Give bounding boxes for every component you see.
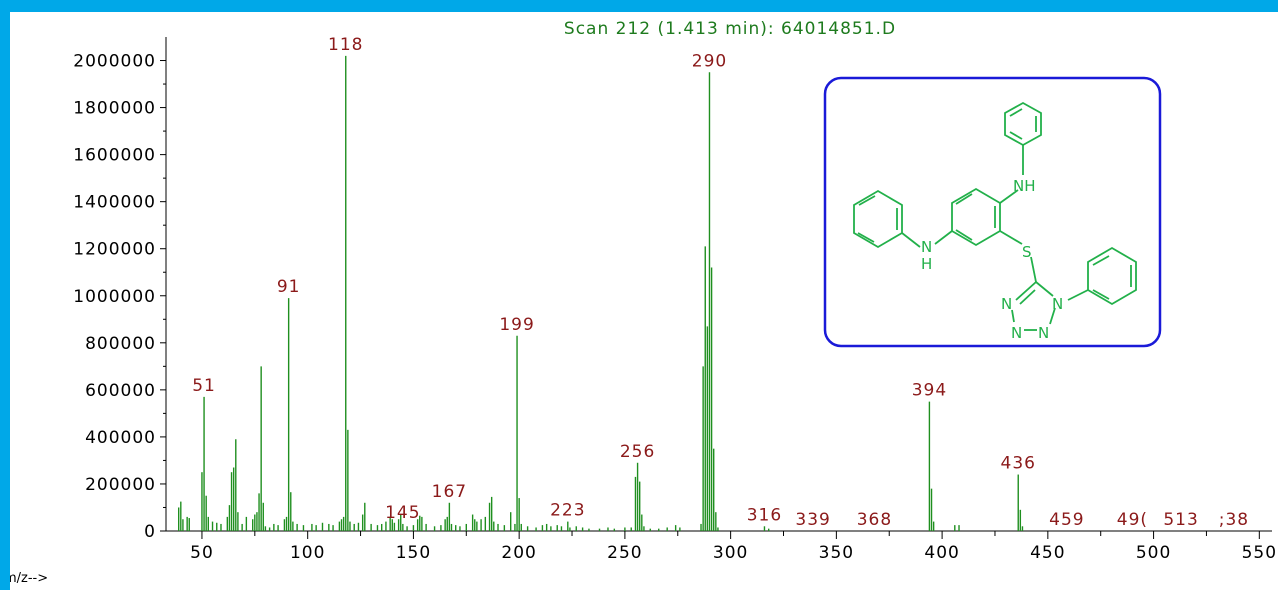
right-phenyl-ring bbox=[1087, 246, 1137, 306]
atom-label-n1: N bbox=[1052, 295, 1063, 313]
top-phenyl-ring bbox=[1004, 101, 1042, 147]
peak-label: 368 bbox=[857, 510, 892, 530]
y-tick-label: 1000000 bbox=[73, 287, 156, 307]
peak-label: 91 bbox=[277, 277, 301, 297]
bond-nh-left bbox=[934, 230, 953, 245]
x-tick-label: 400 bbox=[924, 543, 959, 563]
y-tick-label: 200000 bbox=[85, 475, 156, 495]
tetrazole-ring bbox=[1011, 281, 1056, 331]
y-tick-label: 1800000 bbox=[73, 99, 156, 119]
chart-title: Scan 212 (1.413 min): 64014851.D bbox=[564, 19, 896, 39]
peak-label: 459 bbox=[1049, 510, 1084, 530]
bond-nh-ring bbox=[999, 189, 1019, 204]
y-axis: 0 200000 400000 600000 800000 1000000 1200000 1… bbox=[73, 37, 167, 542]
bond-s-tetrazole bbox=[1030, 256, 1037, 283]
bond-n-phenyl bbox=[1067, 289, 1089, 301]
x-tick-label: 550 bbox=[1242, 543, 1277, 563]
y-tick-label: 400000 bbox=[85, 428, 156, 448]
x-tick-label: 350 bbox=[819, 543, 854, 563]
x-tick-label: 500 bbox=[1136, 543, 1171, 563]
chemical-structure-inset: NH N H S N N N N bbox=[823, 76, 1162, 348]
spectrum-bars bbox=[177, 55, 1024, 531]
x-axis: 50 100 150 200 250 300 350 400 450 500 550 bbox=[166, 530, 1277, 563]
peak-label: 223 bbox=[550, 501, 585, 521]
bond-nh-left-phenyl bbox=[901, 232, 921, 248]
peak-label: 49( bbox=[1117, 510, 1148, 530]
chart-frame: Scan 212 (1.413 min): 64014851.D 0 200000… bbox=[10, 12, 1278, 590]
peak-label: 394 bbox=[912, 381, 947, 401]
peak-labels: 51 91 118 145 167 199 223 256 290 316 339 368 394 436… bbox=[192, 35, 1249, 530]
atom-label-nh-top: NH bbox=[1013, 177, 1036, 195]
x-axis-label: m/z--> bbox=[10, 571, 48, 586]
peak-label: 51 bbox=[192, 376, 216, 396]
y-tick-label: 1200000 bbox=[73, 240, 156, 260]
mass-spectrum-chart: Scan 212 (1.413 min): 64014851.D 0 200000… bbox=[10, 19, 1277, 586]
x-tick-label: 300 bbox=[713, 543, 748, 563]
atom-label-n4: N bbox=[1038, 324, 1049, 342]
peak-label: 513 bbox=[1163, 510, 1198, 530]
atom-label-n2: N bbox=[1001, 295, 1012, 313]
y-tick-label: 1400000 bbox=[73, 193, 156, 213]
peak-label: ;38 bbox=[1219, 510, 1249, 530]
peak-label: 145 bbox=[385, 503, 420, 523]
atom-label-n3: N bbox=[1011, 324, 1022, 342]
peak-label: 436 bbox=[1001, 454, 1036, 474]
y-tick-label: 2000000 bbox=[73, 52, 156, 72]
left-phenyl-ring bbox=[853, 189, 903, 249]
atom-label-h-left: H bbox=[921, 255, 932, 273]
structure-frame bbox=[823, 76, 1162, 348]
peak-label: 256 bbox=[620, 442, 655, 462]
peak-label: 339 bbox=[795, 510, 830, 530]
peak-label: 199 bbox=[499, 315, 534, 335]
x-tick-label: 450 bbox=[1030, 543, 1065, 563]
x-tick-label: 200 bbox=[501, 543, 536, 563]
peak-label: 118 bbox=[328, 35, 363, 55]
bond-s bbox=[999, 230, 1023, 245]
x-tick-label: 250 bbox=[607, 543, 642, 563]
y-tick-label: 800000 bbox=[85, 334, 156, 354]
atom-label-s: S bbox=[1022, 243, 1032, 261]
x-tick-label: 150 bbox=[396, 543, 431, 563]
atom-label-n-left: N bbox=[921, 238, 932, 256]
x-tick-label: 100 bbox=[290, 543, 325, 563]
y-tick-label: 1600000 bbox=[73, 146, 156, 166]
peak-label: 290 bbox=[692, 51, 727, 71]
peak-label: 316 bbox=[747, 505, 782, 525]
x-tick-label: 50 bbox=[190, 543, 214, 563]
peak-label: 167 bbox=[432, 482, 467, 502]
y-tick-label: 600000 bbox=[85, 381, 156, 401]
y-tick-label: 0 bbox=[144, 522, 156, 542]
